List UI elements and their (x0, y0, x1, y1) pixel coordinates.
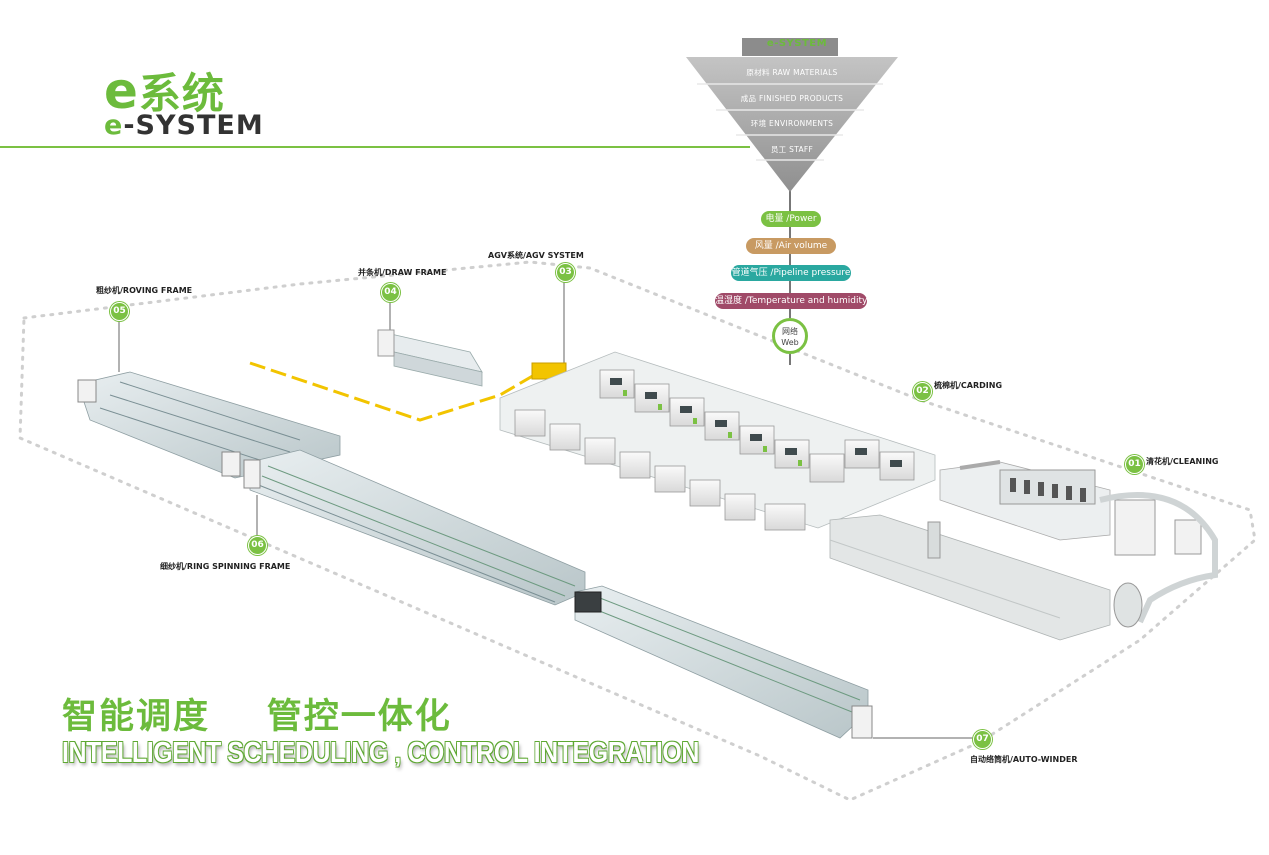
brand-title-en: e-SYSTEM (104, 110, 264, 141)
draw-frame-machine (377, 329, 483, 387)
badge-01: 01 (1125, 455, 1144, 474)
funnel-title: e-SYSTEM (766, 38, 828, 49)
brand-title-cn: e系统 (104, 60, 225, 121)
funnel-row-raw-materials: 原材料 RAW MATERIALS (746, 68, 838, 77)
web-en: Web (781, 338, 799, 347)
ring-spinning-frame-machine (243, 449, 586, 606)
brand-cn-text: 系统 (138, 69, 225, 118)
label-agv-system: AGV系统/AGV SYSTEM (488, 251, 584, 260)
badge-04: 04 (381, 283, 400, 302)
label-draw-frame: 并条机/DRAW FRAME (358, 268, 447, 277)
web-cn: 网络 (782, 327, 798, 336)
brand-letter-en: e (104, 110, 124, 141)
roving-frame-machine (77, 371, 341, 479)
web-node: 网络 Web (772, 318, 808, 354)
slogan-en: INTELLIGENT SCHEDULING , CONTROL INTEGRA… (62, 737, 699, 769)
badge-05: 05 (110, 302, 129, 321)
brand-en-text: -SYSTEM (123, 110, 264, 141)
funnel-row-finished-products: 成品 FINISHED PRODUCTS (740, 94, 844, 103)
badge-07: 07 (973, 730, 992, 749)
bale-area (829, 514, 1143, 641)
label-roving-frame: 粗纱机/ROVING FRAME (96, 286, 193, 295)
metric-air-volume: 风量 /Air volume (746, 238, 836, 254)
funnel-row-staff: 员工 STAFF (770, 145, 814, 154)
cleaning-machines (939, 460, 1218, 624)
badge-03: 03 (556, 263, 575, 282)
label-cleaning: 清花机/CLEANING (1146, 457, 1219, 466)
metric-power: 电量 /Power (761, 211, 821, 227)
label-auto-winder: 自动络筒机/AUTO-WINDER (970, 755, 1078, 764)
badge-06: 06 (248, 536, 267, 555)
metric-pipeline-pressure: 管道气压 /Pipeline pressure (731, 265, 851, 281)
metric-temperature-humidity: 温湿度 /Temperature and humidity (715, 293, 867, 309)
label-carding: 梳棉机/CARDING (934, 381, 1003, 390)
badge-02: 02 (913, 382, 932, 401)
slogan-cn: 智能调度 管控一体化 (62, 697, 452, 737)
funnel-row-environments: 环境 ENVIRONMENTS (750, 119, 834, 128)
header-divider (0, 146, 750, 148)
auto-winder-machine (574, 585, 873, 739)
brand-letter: e (104, 62, 139, 120)
carding-machines (499, 351, 936, 531)
label-ring-spinning-frame: 细纱机/RING SPINNING FRAME (160, 562, 291, 571)
